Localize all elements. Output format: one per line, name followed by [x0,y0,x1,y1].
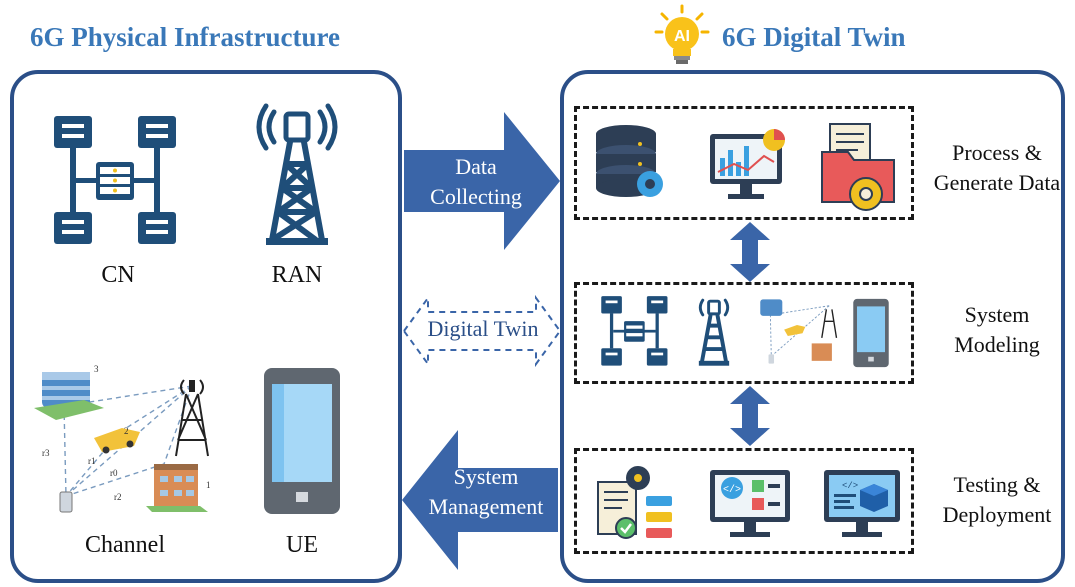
ue-phone-small-icon [853,298,889,368]
system-management-arrow [402,430,558,570]
core-network-small-icon [601,296,668,366]
channel-scene-small-icon [760,299,838,364]
system-modeling-box [574,282,914,384]
svg-text:r2: r2 [114,492,122,502]
ue-label: UE [286,532,318,558]
analytics-monitor-icon [710,129,785,199]
ran-tower-icon [256,103,338,245]
svg-text:r3: r3 [42,448,50,458]
digital-twin-link-label: Digital Twin [427,316,539,341]
ran-label: RAN [271,262,323,288]
data-collecting-arrow [404,112,560,250]
ue-phone-icon [264,368,340,514]
code-checklist-monitor-icon: </> [710,470,790,537]
core-network-icon [54,116,176,244]
digital-twin-link-arrow [402,294,562,368]
process-generate-data-box [574,106,914,220]
svg-text:r1: r1 [88,456,96,466]
workflow-settings-icon [597,466,672,539]
svg-text:</>: </> [842,481,858,491]
document-folder-gear-icon [821,123,895,211]
svg-text:</>: </> [723,484,741,496]
ai-badge-text: AI [674,28,690,45]
channel-label: Channel [85,532,165,558]
stage-label-process: Process &Generate Data [933,140,1061,195]
svg-text:3: 3 [94,364,99,374]
cn-label: CN [101,262,135,288]
physical-infrastructure-title: 6G Physical Infrastructure [30,22,340,52]
svg-text:2: 2 [124,426,129,436]
svg-text:r0: r0 [110,468,118,478]
vertical-arrow-upper [730,222,770,282]
testing-deployment-box [574,448,914,554]
svg-text:1: 1 [206,480,211,490]
digital-twin-title: 6G Digital Twin [722,22,906,52]
ai-lightbulb-icon: AI [654,4,710,64]
ran-tower-small-icon [698,298,730,366]
vertical-arrow-lower [730,386,770,446]
channel-scene-illustration: r3 r1 r0 r2 3 2 1 [34,364,211,513]
code-cube-monitor-icon: </> [824,470,900,537]
database-icon [596,125,663,197]
stage-label-testing: Testing &Deployment [942,472,1052,527]
